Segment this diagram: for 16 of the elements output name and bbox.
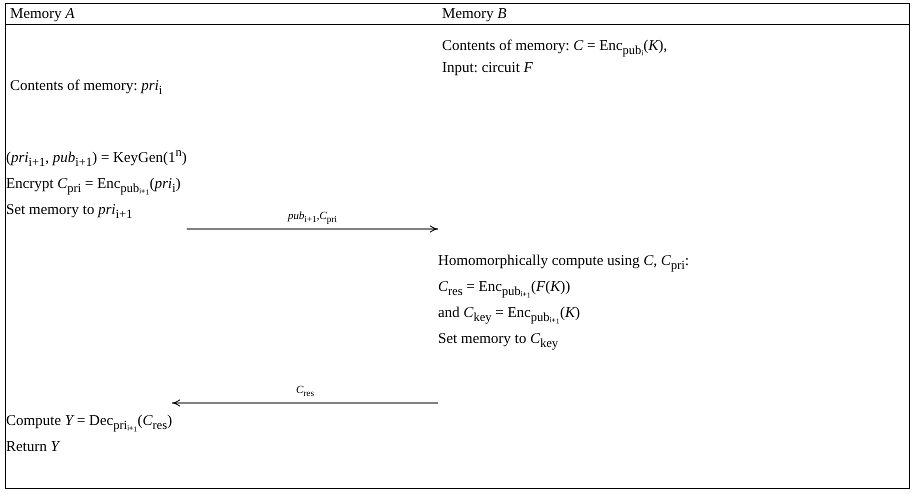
protocol-step-text: (pri$_{i+1}$, pub$_{i+1}$) = KeyGen(1$^{n}$)	[6, 144, 187, 171]
input-text: Input: circuit F	[442, 59, 533, 78]
computation-step-text: C$_{res}$ = Enc$_{pubᵢ₊₁}$(F(K))	[438, 278, 572, 300]
memory-contents-text: Contents of memory: pri$_{i}$	[10, 77, 162, 99]
memory-contents-text: Contents of memory: C = Enc$_{pubᵢ}$(K),	[442, 37, 668, 59]
edge-label: pub$_{i+1}$,C$_{pri}$	[286, 210, 339, 224]
column-header: Memory B	[442, 5, 507, 24]
protocol-step-text: Compute Y = Dec$_{priᵢ₊₁}$(C$_{res}$)	[6, 412, 172, 434]
protocol-step-text: Encrypt C$_{pri}$ = Enc$_{pubᵢ₊₁}$(pri$_{i}$)	[6, 175, 182, 197]
protocol-step-text: Set memory to pri$_{i+1}$	[6, 201, 134, 223]
computation-step-text: Set memory to C$_{key}$	[438, 330, 560, 352]
edge-label: C$_{res}$	[294, 384, 316, 398]
protocol-step-text: Return Y	[6, 438, 62, 457]
column-header: Memory A	[10, 5, 75, 24]
computation-step-text: Homomorphically compute using C, C$_{pri}$:	[438, 252, 689, 274]
computation-step-text: and C$_{key}$ = Enc$_{pubᵢ₊₁}$(K)	[438, 304, 581, 326]
